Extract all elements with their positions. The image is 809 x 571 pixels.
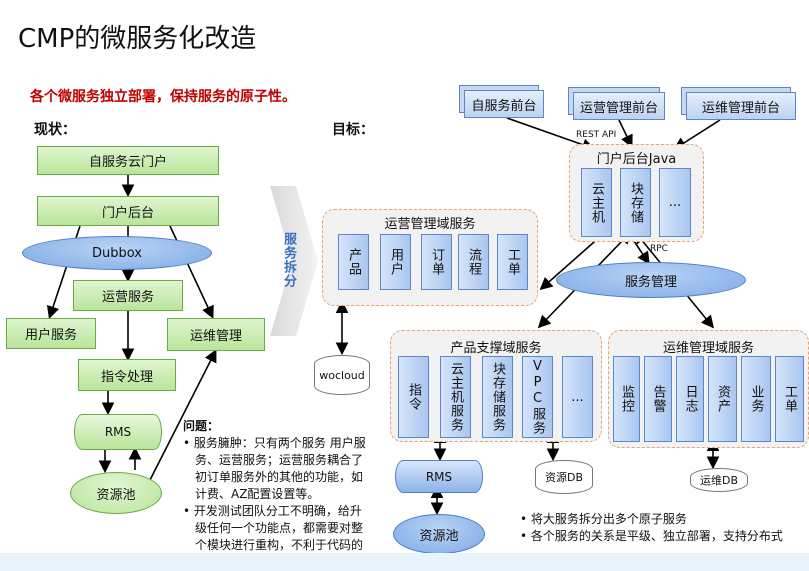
current-backend-box: 门户后台 — [37, 196, 219, 226]
wocloud-db: wocloud — [314, 355, 370, 395]
product-item: 块存储服务 — [482, 356, 513, 438]
current-rms-cylinder: RMS — [74, 414, 162, 450]
problem-title: 问题： — [183, 419, 220, 433]
current-portal-box: 自服务云门户 — [37, 146, 219, 175]
current-ops-service-box: 运营服务 — [73, 280, 183, 311]
arrow-front3-java — [673, 119, 721, 150]
maint-db: 运维DB — [690, 468, 748, 492]
front-maint-mgmt: 运维管理前台 — [686, 92, 796, 120]
ops-item: 订单 — [421, 234, 452, 290]
maint-item: 工单 — [775, 356, 804, 442]
ops-item: 流程 — [458, 234, 489, 290]
subtitle: 各个微服务独立部署，保持服务的原子性。 — [30, 89, 296, 105]
current-cmd-box: 指令处理 — [78, 359, 176, 391]
front-self-service: 自服务前台 — [464, 90, 544, 118]
bullet-item: • 各个服务的关系是平级、独立部署，支持分布式 — [520, 529, 783, 543]
java-item: 块存储 — [620, 168, 651, 237]
split-arrow-shape — [270, 186, 318, 336]
front-ops-mgmt: 运营管理前台 — [573, 92, 665, 120]
ops-item: 产品 — [338, 234, 369, 290]
current-label: 现状： — [34, 122, 76, 138]
ops-item: 工单 — [497, 234, 528, 290]
rest-api-label: REST API — [576, 130, 617, 140]
java-backend-title: 门户后台Java — [596, 152, 677, 167]
ops-item: 用户 — [380, 234, 411, 290]
maint-item: 告警 — [644, 356, 672, 442]
target-pool-ellipse: 资源池 — [393, 514, 485, 554]
maint-item: 日志 — [676, 356, 704, 442]
maint-domain-title: 运维管理域服务 — [662, 341, 754, 356]
current-maint-mgmt-box: 运维管理 — [167, 318, 265, 351]
split-arrow-label: 服务拆分 — [281, 232, 296, 288]
resource-db: 资源DB — [535, 460, 593, 494]
bullet-item: • 将大服务拆分出多个原子服务 — [520, 512, 687, 526]
arrow-pool-maint — [149, 349, 217, 481]
problem-item: • 服务臃肿：只有两个服务 用户服务、运营服务；运营服务耦合了初订单服务外的其他… — [183, 436, 366, 501]
arrow-front1-java — [506, 117, 596, 151]
footer-band — [0, 553, 809, 571]
product-item: 云主机服务 — [440, 356, 471, 438]
current-pool-ellipse: 资源池 — [70, 472, 162, 514]
ops-domain-title: 运营管理域服务 — [384, 217, 476, 232]
target-label: 目标： — [332, 122, 374, 138]
arrow-front2-java — [618, 119, 633, 148]
rpc-label: RPC — [650, 244, 668, 254]
product-domain-title: 产品支撑域服务 — [450, 341, 542, 356]
problem-notes: 问题： • 服务臃肿：只有两个服务 用户服务、运营服务；运营服务耦合了初订单服务… — [183, 418, 373, 571]
product-item: ... — [562, 356, 593, 438]
problem-item: • 开发测试团队分工不明确，给升级任何一个功能点，都需要对整个模块进行重构，不利… — [183, 504, 364, 569]
page-title: CMP的微服务化改造 — [18, 24, 257, 54]
maint-item: 业务 — [741, 356, 771, 442]
maint-item: 资产 — [708, 356, 737, 442]
product-item: VPC服务 — [522, 356, 553, 438]
target-bullets: • 将大服务拆分出多个原子服务 • 各个服务的关系是平级、独立部署，支持分布式 — [520, 511, 805, 545]
java-item: 云主机 — [581, 168, 612, 237]
dubbox-ellipse: Dubbox — [22, 236, 212, 270]
registry-ellipse: 服务管理 — [556, 262, 746, 298]
product-item: 指令 — [398, 356, 429, 438]
current-user-service-box: 用户服务 — [6, 318, 96, 349]
target-rms-cylinder: RMS — [395, 460, 483, 493]
maint-item: 监控 — [613, 356, 640, 442]
java-item: ... — [659, 168, 691, 237]
